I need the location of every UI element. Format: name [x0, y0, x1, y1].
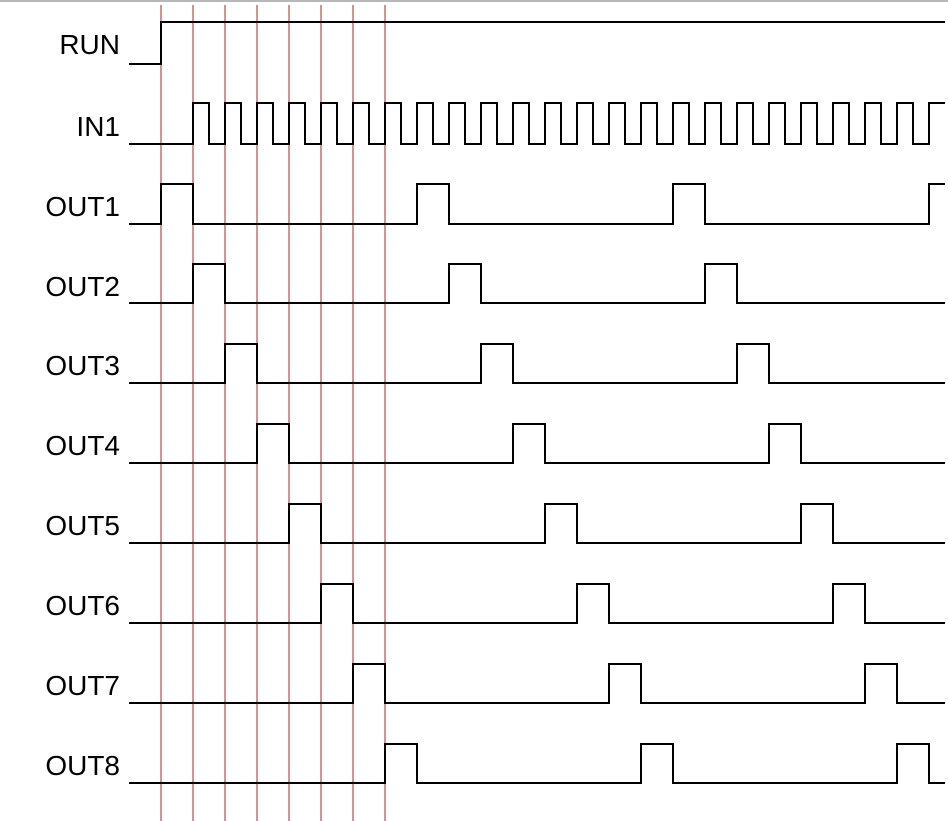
signal-label-out2: OUT2 [45, 271, 120, 302]
waveform-out5 [129, 503, 945, 544]
waveform-out1 [129, 183, 945, 225]
signal-label-out7: OUT7 [45, 670, 120, 701]
waveform-out7 [129, 663, 945, 704]
signal-label-out3: OUT3 [45, 350, 120, 381]
waveform-out3 [129, 343, 945, 384]
signal-label-run: RUN [59, 29, 120, 60]
signal-label-out8: OUT8 [45, 750, 120, 781]
waveform-in1 [129, 102, 945, 145]
waveform-run [129, 21, 945, 65]
top-border [0, 0, 948, 2]
signal-label-in1: IN1 [76, 111, 120, 142]
signal-label-out4: OUT4 [45, 430, 120, 461]
waveform-out8 [129, 743, 945, 784]
waveform-out2 [129, 263, 945, 304]
waveform-out6 [129, 583, 945, 624]
signal-label-out6: OUT6 [45, 590, 120, 621]
signal-label-out5: OUT5 [45, 510, 120, 541]
waveform-out4 [129, 423, 945, 464]
signal-label-out1: OUT1 [45, 191, 120, 222]
